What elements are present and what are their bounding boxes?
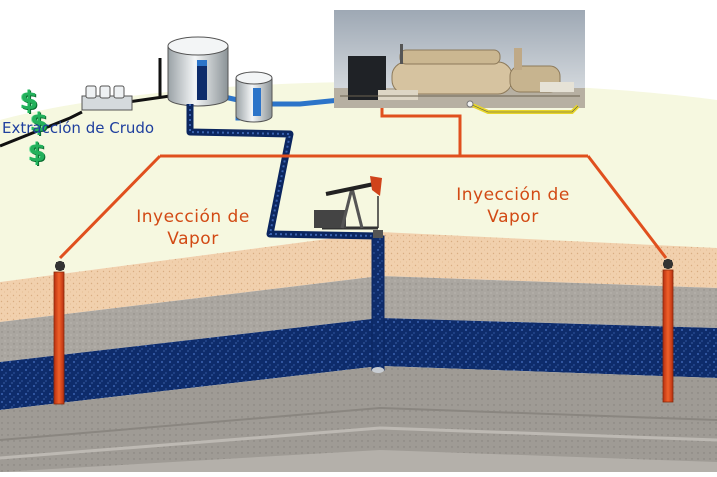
lower-stratum-line [0,406,717,441]
black-pipe-tank [127,58,171,104]
oil-reservoir-left [0,318,380,410]
rock-layer-left [0,276,380,362]
steam-plant-photo [334,10,585,108]
water-pipe-to-plant [272,97,341,107]
steam-distribution [58,108,668,260]
black-pipe-left [0,110,83,148]
pump-jack [314,176,382,230]
injection-label-right-line1: Inyección de [456,185,570,205]
left-injection-well [53,261,65,405]
ground-surface [0,81,717,282]
right-injection-well [662,259,674,403]
injection-label-left: Inyección de Vapor [130,206,256,250]
valve-marker [466,100,474,108]
injection-label-left-line2: Vapor [167,229,219,249]
oil-reservoir-right [380,318,717,378]
dollar-sign-icon: $ [30,108,49,138]
bedrock-bottom-edge [0,450,717,472]
injection-label-right-line2: Vapor [487,207,539,227]
dollar-sign-icon: $ [28,138,47,168]
lower-stratum-line-2 [0,426,717,460]
extraction-label: Extracción de Crudo [2,119,155,137]
sand-layer-right [380,232,717,288]
bedrock-layer-left [0,366,380,472]
yellow-pipe-outline [469,103,579,113]
production-well [371,230,385,373]
bedrock-layer-right [380,366,717,472]
water-storage-tank [235,71,273,123]
rock-layer-right [380,276,717,328]
injection-label-left-line1: Inyección de [136,207,250,227]
separator-unit [81,85,133,111]
oil-storage-tank [167,36,229,107]
injection-label-right: Inyección de Vapor [450,184,576,228]
sand-layer-left [0,232,380,322]
dollar-sign-icon: $ [20,86,39,116]
